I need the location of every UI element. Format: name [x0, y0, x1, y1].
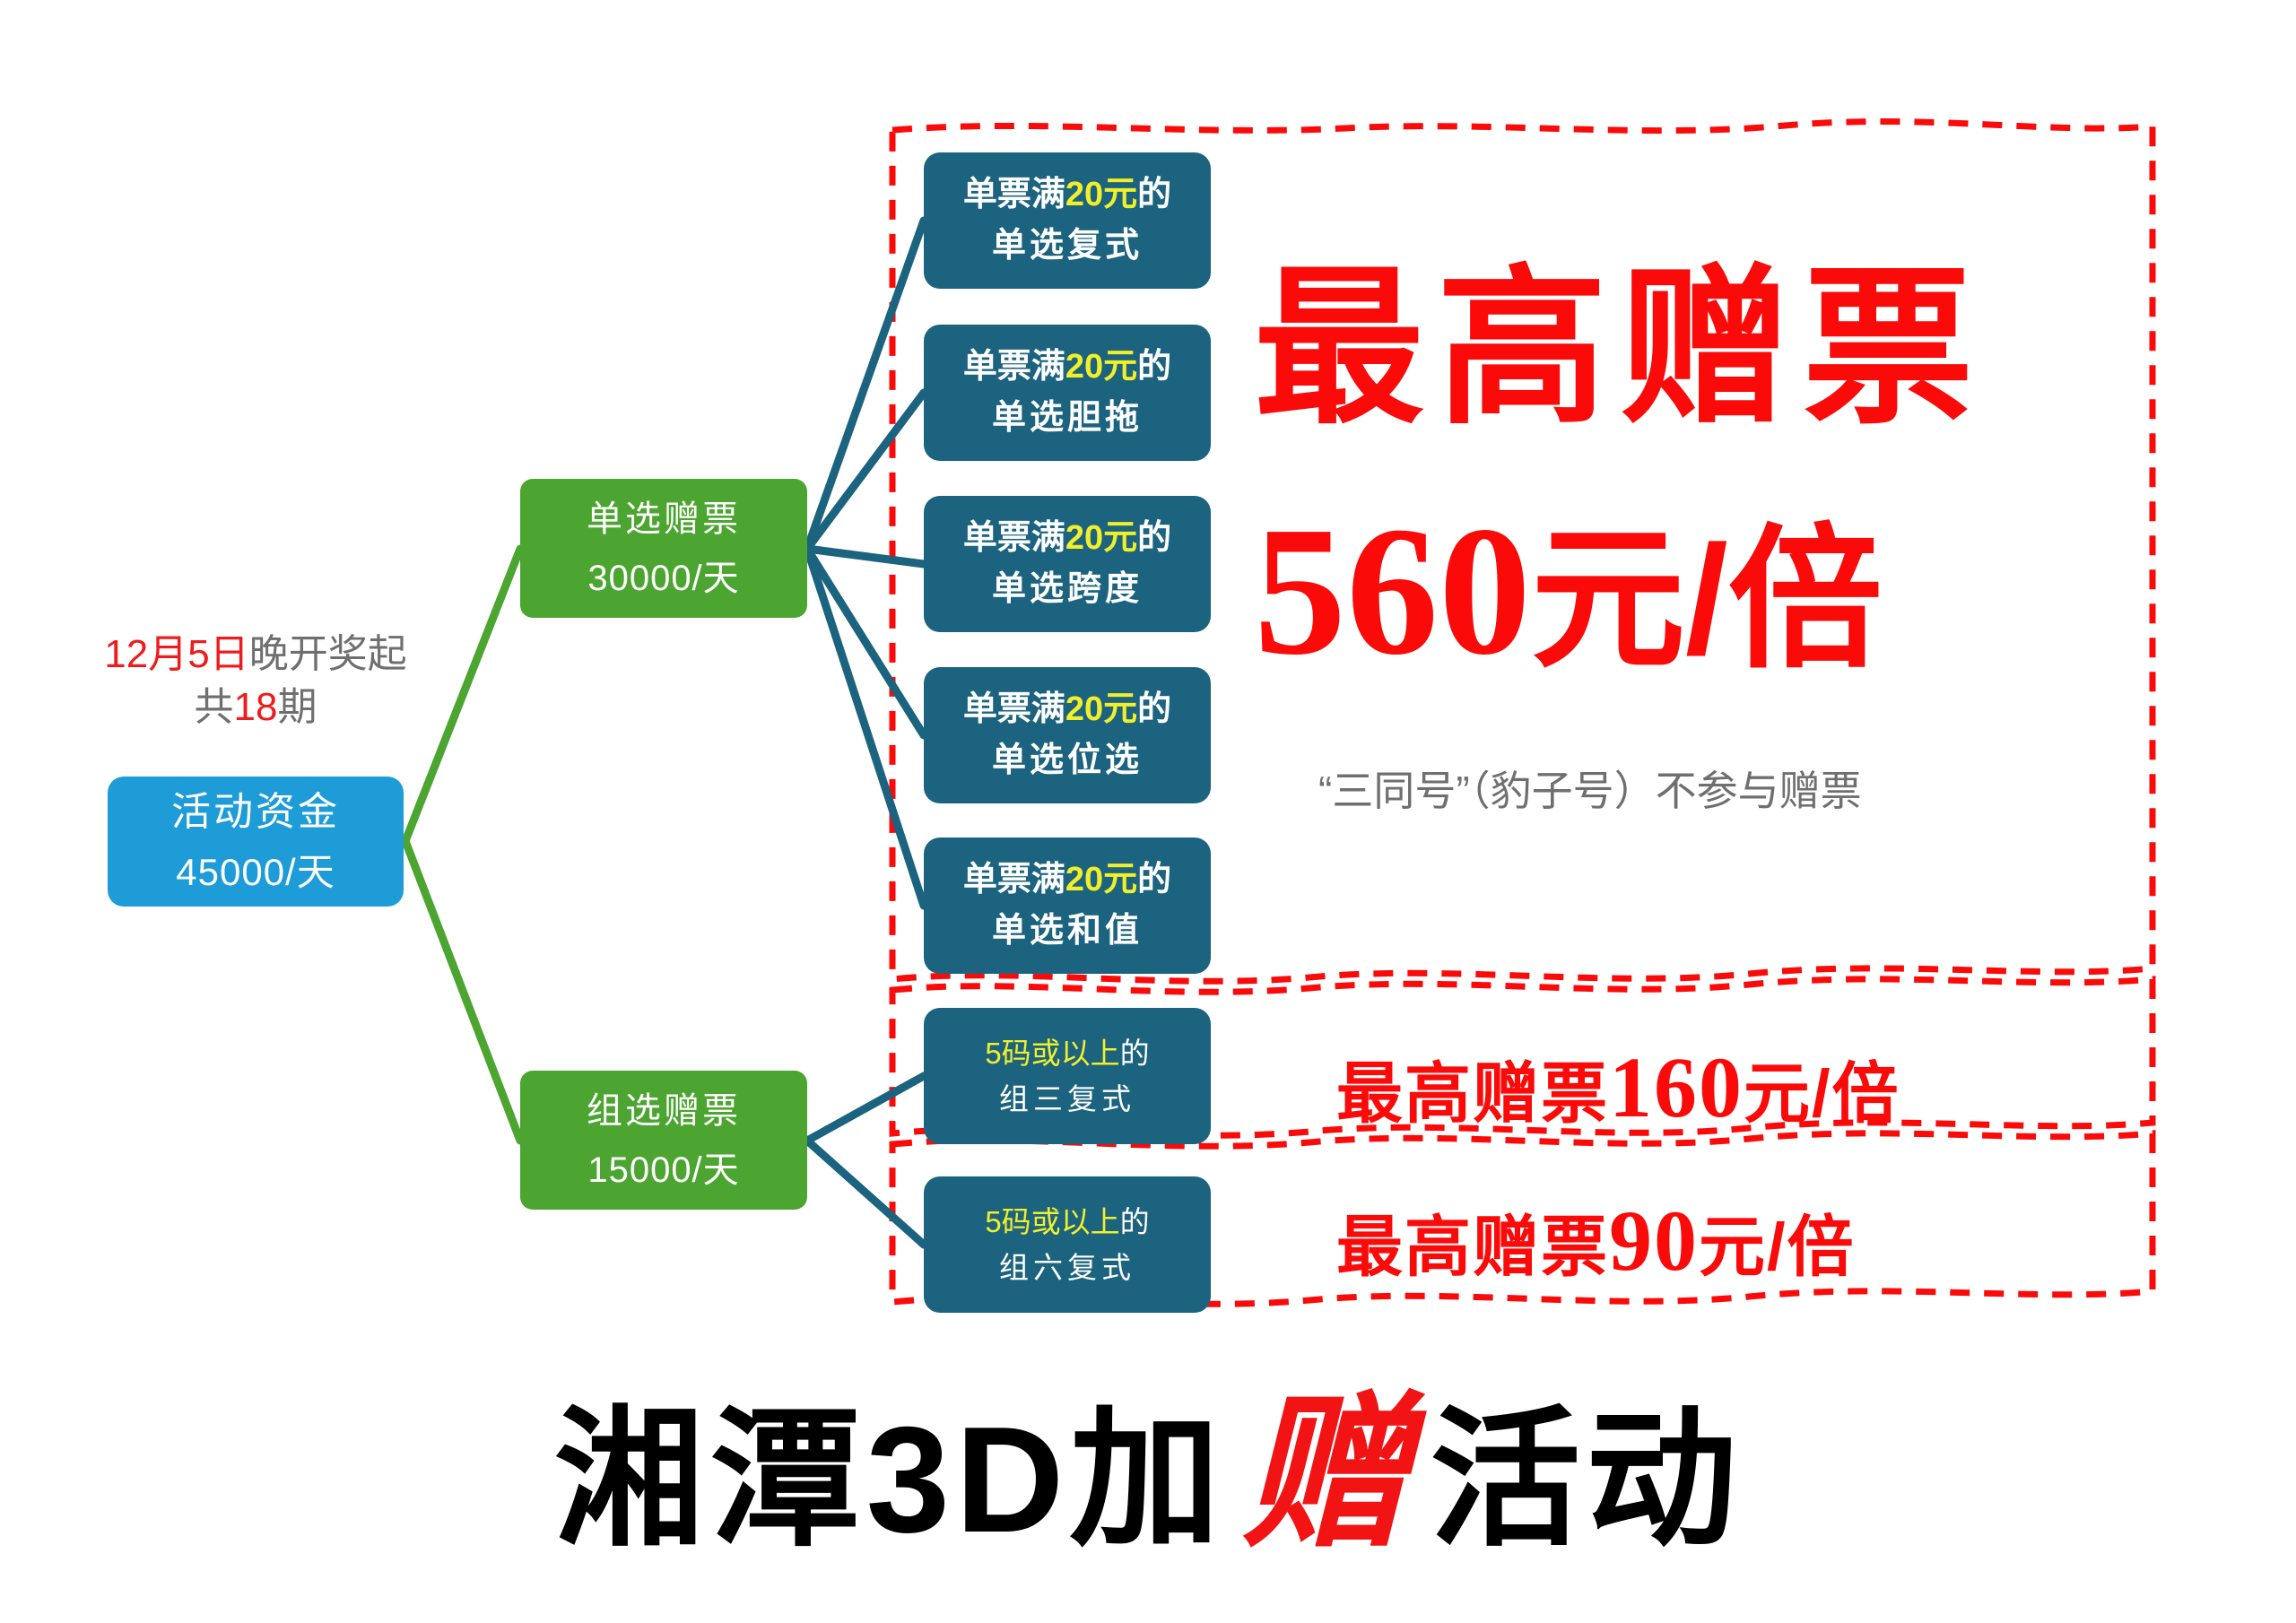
node-leaf-3-playtype: 单选跨度 [991, 570, 1143, 608]
node-zuxuan-bonus-title: 组选赠票 [587, 1090, 741, 1131]
leaf-7-suffix: 的 [1119, 1204, 1150, 1238]
campaign-period-note: 12月5日晚开奖起 共18期 [54, 628, 457, 734]
node-leaf-danxuan-hezhi[interactable]: 单票满20元的 单选和值 [924, 838, 1211, 974]
promo-zuliu-label: 最高赠票 [1336, 1210, 1609, 1284]
node-leaf-danxuan-weixuan[interactable]: 单票满20元的 单选位选 [924, 667, 1211, 803]
node-leaf-danxuan-fushi[interactable]: 单票满20元的 单选复式 [924, 152, 1211, 289]
leaf-1-prefix: 单票满 [962, 175, 1065, 213]
node-leaf-5-condition: 单票满20元的 [963, 859, 1171, 902]
campaign-issues-count: 18 [233, 685, 278, 730]
promo-zusan-label: 最高赠票 [1336, 1056, 1609, 1131]
node-leaf-6-condition: 5码或以上的 [985, 1035, 1149, 1072]
connector-danxuan-to-leaf-3 [803, 544, 928, 568]
node-danxuan-bonus-amount: 30000/天 [587, 558, 740, 598]
leaf-2-highlight: 20元 [1065, 347, 1138, 386]
leaf-2-suffix: 的 [1137, 347, 1172, 386]
node-leaf-zusan-fushi[interactable]: 5码或以上的 组三复式 [924, 1008, 1211, 1144]
campaign-start-date: 12月5日 [104, 632, 249, 676]
page-title-part1: 湘潭3D加 [553, 1395, 1226, 1564]
campaign-start-suffix: 晚开奖起 [248, 632, 407, 676]
promo-headline: 最高赠票 [1254, 254, 1987, 444]
node-leaf-zuliu-fushi[interactable]: 5码或以上的 组六复式 [924, 1176, 1211, 1313]
leaf-4-prefix: 单票满 [962, 690, 1065, 728]
connector-root-to-zuxuan [401, 837, 525, 1145]
leaf-4-suffix: 的 [1137, 690, 1172, 728]
page-title-part2: 活动 [1430, 1395, 1743, 1564]
promo-zusan-unit: 元/倍 [1744, 1056, 1900, 1131]
node-leaf-7-playtype: 组六复式 [999, 1251, 1135, 1284]
page-title: 湘潭3D加赠活动 [0, 1338, 2296, 1580]
promo-zuliu-amount: 90 [1609, 1193, 1699, 1289]
node-danxuan-bonus-title: 单选赠票 [587, 499, 741, 539]
page-title-accent: 赠 [1241, 1384, 1414, 1568]
node-danxuan-bonus[interactable]: 单选赠票 30000/天 [520, 479, 807, 618]
connector-zuxuan-to-leaf-6 [803, 1072, 928, 1145]
leaf-3-highlight: 20元 [1065, 518, 1138, 557]
promo-max-amount-unit: 元/倍 [1531, 514, 1883, 686]
node-leaf-4-playtype: 单选位选 [991, 742, 1143, 779]
connector-danxuan-to-leaf-4 [803, 544, 928, 740]
connector-zuxuan-to-leaf-7 [803, 1136, 928, 1249]
node-leaf-5-playtype: 单选和值 [991, 912, 1143, 950]
leaf-1-highlight: 20元 [1065, 175, 1138, 213]
node-zuxuan-bonus-amount: 15000/天 [587, 1150, 740, 1190]
leaf-1-suffix: 的 [1137, 175, 1172, 213]
node-leaf-2-playtype: 单选胆拖 [991, 399, 1143, 437]
node-leaf-4-condition: 单票满20元的 [963, 689, 1171, 732]
promo-zusan-amount: 160 [1609, 1039, 1744, 1135]
leaf-5-prefix: 单票满 [962, 860, 1065, 898]
promo-zusan-max: 最高赠票160元/倍 [1336, 1037, 1900, 1137]
node-leaf-danxuan-kuadu[interactable]: 单票满20元的 单选跨度 [924, 496, 1211, 632]
promo-zuliu-max: 最高赠票90元/倍 [1336, 1191, 1856, 1290]
leaf-7-highlight: 5码或以上 [985, 1204, 1120, 1238]
leaf-2-prefix: 单票满 [962, 347, 1065, 386]
node-leaf-danxuan-dantuo[interactable]: 单票满20元的 单选胆拖 [924, 325, 1211, 461]
node-leaf-3-condition: 单票满20元的 [963, 517, 1171, 560]
node-activity-fund-amount: 45000/天 [176, 850, 335, 893]
connector-danxuan-to-leaf-5 [803, 544, 928, 910]
node-activity-fund[interactable]: 活动资金 45000/天 [108, 777, 404, 907]
promo-zuliu-unit: 元/倍 [1699, 1210, 1856, 1284]
campaign-period-line1: 12月5日晚开奖起 [54, 628, 457, 681]
node-leaf-7-condition: 5码或以上的 [985, 1203, 1149, 1240]
campaign-period-line2: 共18期 [54, 681, 457, 733]
promo-max-amount: 560元/倍 [1254, 499, 1883, 683]
node-leaf-1-playtype: 单选复式 [991, 227, 1143, 265]
node-zuxuan-bonus[interactable]: 组选赠票 15000/天 [520, 1071, 807, 1210]
campaign-issues-prefix: 共 [194, 685, 234, 730]
node-leaf-2-condition: 单票满20元的 [963, 346, 1171, 389]
leaf-3-suffix: 的 [1137, 518, 1172, 557]
leaf-6-suffix: 的 [1119, 1036, 1150, 1070]
node-leaf-1-condition: 单票满20元的 [963, 174, 1171, 217]
leaf-4-highlight: 20元 [1065, 690, 1138, 728]
leaf-5-suffix: 的 [1137, 860, 1172, 898]
node-activity-fund-title: 活动资金 [171, 789, 340, 834]
connector-danxuan-to-leaf-1 [803, 216, 928, 553]
leaf-5-highlight: 20元 [1065, 860, 1138, 898]
leaf-3-prefix: 单票满 [962, 518, 1065, 557]
leaf-6-highlight: 5码或以上 [985, 1036, 1120, 1070]
promo-exclusion-note: “三同号”（豹子号）不参与赠票 [1318, 768, 1862, 814]
promo-max-amount-number: 560 [1254, 488, 1531, 693]
campaign-issues-suffix: 期 [277, 685, 317, 730]
node-leaf-6-playtype: 组三复式 [999, 1082, 1135, 1115]
connector-danxuan-to-leaf-2 [803, 388, 928, 553]
